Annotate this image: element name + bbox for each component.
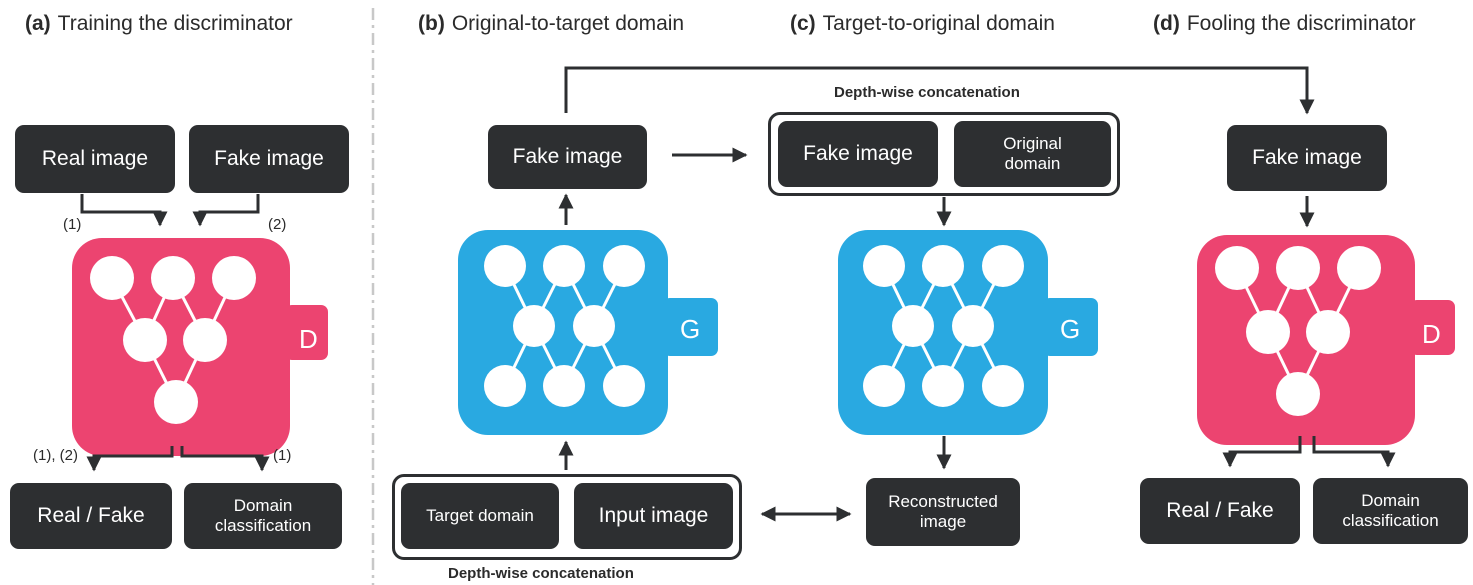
- panel-title-text: Fooling the discriminator: [1186, 12, 1416, 35]
- discriminator-network-a: D: [72, 238, 328, 456]
- neuron-node: [151, 256, 195, 300]
- fake-image-box: Fake image: [488, 125, 647, 189]
- panel-title-text: Target-to-original domain: [822, 12, 1055, 35]
- neuron-node: [183, 318, 227, 362]
- discriminator-network-d: D: [1197, 235, 1455, 445]
- arrows-a: [80, 194, 270, 472]
- generator-tab: [1043, 298, 1098, 356]
- discriminator-tab: [1410, 300, 1455, 355]
- neuron-node: [1276, 372, 1320, 416]
- discriminator-tab: [285, 305, 328, 360]
- domain-classification-box: Domain classification: [184, 483, 342, 549]
- real-image-box: Real image: [15, 125, 175, 193]
- neuron-node: [952, 305, 994, 347]
- neuron-node: [1246, 310, 1290, 354]
- neuron-node: [484, 245, 526, 287]
- generator-network-b: G: [458, 230, 718, 435]
- input-image-box: Input image: [574, 483, 733, 549]
- step-label: (1): [63, 216, 82, 233]
- network-label-d: D: [1422, 319, 1441, 349]
- neuron-node: [123, 318, 167, 362]
- neuron-node: [922, 365, 964, 407]
- neuron-node: [513, 305, 555, 347]
- network-label-g: G: [1060, 314, 1080, 344]
- neuron-node: [892, 305, 934, 347]
- original-domain-box: Original domain: [954, 121, 1111, 187]
- step-label: (1): [273, 447, 292, 464]
- neuron-node: [603, 245, 645, 287]
- panel-letter: (c): [790, 12, 816, 35]
- neuron-node: [212, 256, 256, 300]
- fake-image-box: Fake image: [778, 121, 938, 187]
- panel-title-a: (a) Training the discriminator: [25, 12, 293, 36]
- neuron-node: [1276, 246, 1320, 290]
- panel-title-c: (c) Target-to-original domain: [790, 12, 1055, 36]
- network-label-g: G: [680, 314, 700, 344]
- neuron-node: [543, 245, 585, 287]
- neuron-node: [863, 365, 905, 407]
- neuron-node: [982, 365, 1024, 407]
- panel-letter: (d): [1153, 12, 1180, 35]
- generator-tab: [663, 298, 718, 356]
- panel-letter: (b): [418, 12, 445, 35]
- neuron-node: [90, 256, 134, 300]
- step-label: (2): [268, 216, 287, 233]
- neuron-node: [922, 245, 964, 287]
- neuron-node: [484, 365, 526, 407]
- neuron-node: [1215, 246, 1259, 290]
- concat-label-c: Depth-wise concatenation: [834, 84, 1020, 101]
- neuron-node: [1337, 246, 1381, 290]
- fake-image-box: Fake image: [189, 125, 349, 193]
- concat-frame-c: [768, 112, 1120, 196]
- neuron-node: [982, 245, 1024, 287]
- network-label-d: D: [299, 324, 318, 354]
- panel-title-d: (d) Fooling the discriminator: [1153, 12, 1416, 36]
- real-fake-output-box: Real / Fake: [1140, 478, 1300, 544]
- concat-label-b: Depth-wise concatenation: [448, 565, 634, 582]
- neuron-node: [543, 365, 585, 407]
- panel-letter: (a): [25, 12, 51, 35]
- concat-frame-b: [392, 474, 742, 560]
- panel-title-b: (b) Original-to-target domain: [418, 12, 684, 36]
- fake-image-box: Fake image: [1227, 125, 1387, 191]
- neuron-node: [863, 245, 905, 287]
- neuron-node: [1306, 310, 1350, 354]
- neuron-node: [154, 380, 198, 424]
- domain-classification-box: Domain classification: [1313, 478, 1468, 544]
- step-label: (1), (2): [33, 447, 78, 464]
- neuron-node: [573, 305, 615, 347]
- reconstructed-image-box: Reconstructed image: [866, 478, 1020, 546]
- panel-title-text: Original-to-target domain: [451, 12, 685, 35]
- neuron-node: [603, 365, 645, 407]
- panel-title-text: Training the discriminator: [57, 12, 293, 35]
- flow-arrows: [558, 66, 1396, 522]
- target-domain-box: Target domain: [401, 483, 559, 549]
- generator-network-c: G: [838, 230, 1098, 435]
- real-fake-output-box: Real / Fake: [10, 483, 172, 549]
